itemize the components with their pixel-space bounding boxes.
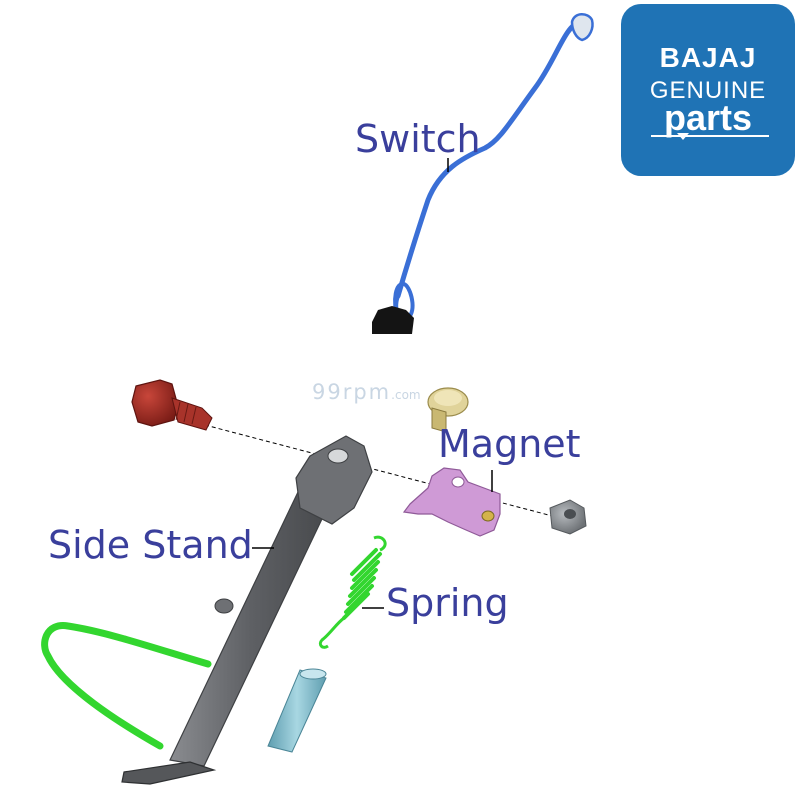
side-stand-head: [295, 435, 373, 525]
logo-brand: BAJAJ: [659, 42, 757, 73]
switch-cable: [395, 19, 583, 299]
watermark-domain: .com: [391, 388, 421, 402]
label-magnet: Magnet: [438, 422, 581, 466]
magnet-bracket: [402, 467, 501, 537]
nut: [549, 499, 587, 535]
watermark-main: 99rpm: [312, 380, 392, 404]
switch-assembly: [372, 13, 594, 334]
sleeve-bushing: [267, 668, 327, 753]
bajaj-genuine-parts-logo: BAJAJ GENUINE parts: [621, 4, 795, 176]
switch-sensor-tip: [570, 13, 594, 42]
spring: [318, 535, 387, 649]
label-switch: Switch: [355, 117, 481, 161]
switch-connector: [372, 306, 414, 334]
logo-parts: parts: [663, 97, 753, 138]
gold-knob: [427, 387, 469, 433]
logo-underline: [651, 135, 769, 137]
pivot-bolt: [131, 379, 213, 431]
logo-tick-icon: [677, 133, 689, 140]
assembly-axis-line: [204, 424, 561, 519]
watermark: 99rpm.com: [312, 380, 421, 404]
foot-lever: [41, 622, 212, 750]
side-stand-foot: [121, 761, 217, 785]
label-spring: Spring: [386, 581, 509, 625]
side-stand: [121, 435, 373, 785]
logo-genuine: GENUINE: [649, 77, 767, 104]
label-side-stand: Side Stand: [48, 523, 253, 567]
